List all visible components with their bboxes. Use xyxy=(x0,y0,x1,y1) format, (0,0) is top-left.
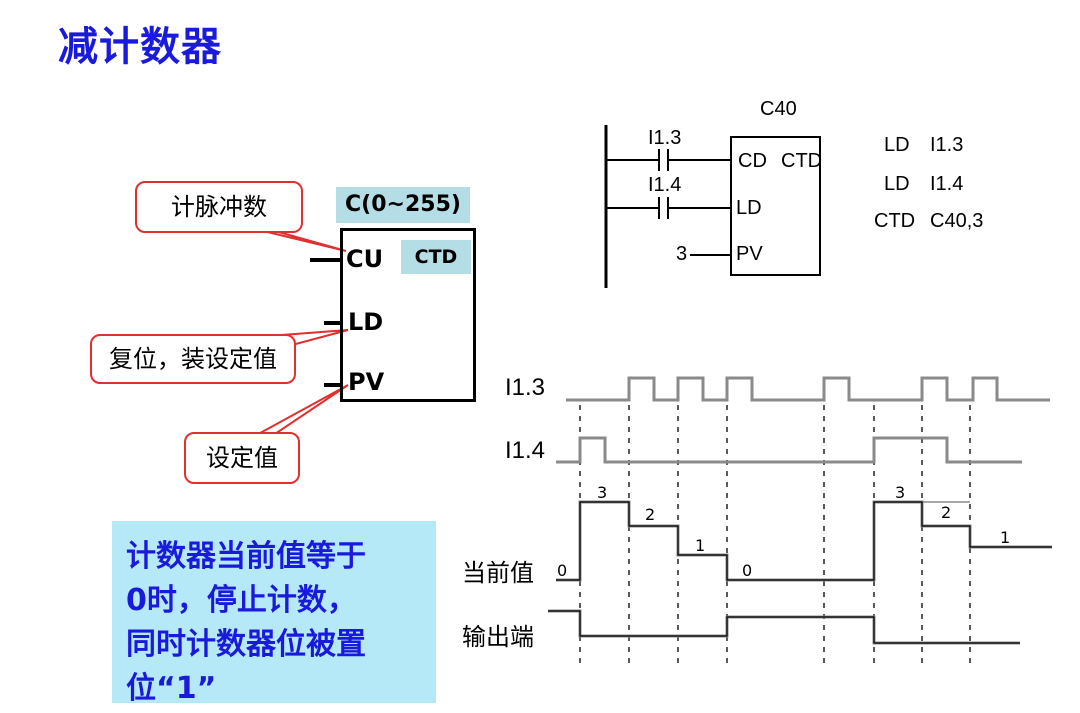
ladder-pin-pv: PV xyxy=(736,243,763,265)
current-value-label: 1 xyxy=(695,536,706,555)
timing-label-current: 当前值 xyxy=(462,559,534,587)
instr-arg-2: I1.4 xyxy=(930,173,964,195)
callout-preset: 设定值 xyxy=(184,432,300,484)
note-line: 计数器当前值等于 xyxy=(126,539,366,574)
instr-op-3: CTD xyxy=(874,210,916,232)
note-line: 同时计数器位被置 xyxy=(126,627,366,662)
instr-arg-3: C40,3 xyxy=(930,210,984,232)
callout-count-pulses: 计脉冲数 xyxy=(135,181,303,233)
current-value-label: 0 xyxy=(557,561,568,580)
current-value-label: 3 xyxy=(597,483,608,502)
timing-label-i13: I1.3 xyxy=(505,374,546,401)
ladder-pin-cd: CD xyxy=(738,150,767,172)
timing-label-output: 输出端 xyxy=(462,623,534,651)
pv-pin-line xyxy=(324,383,342,387)
pv-pin-label: PV xyxy=(348,368,385,396)
instr-op-2: LD xyxy=(884,173,910,195)
counter-range-label: C(0~255) xyxy=(336,187,470,223)
current-value-label: 2 xyxy=(645,505,656,524)
ladder-pin-type: CTD xyxy=(781,150,823,172)
current-value-label: 1 xyxy=(1000,528,1011,547)
ld-pin-line xyxy=(324,321,342,325)
ladder-pv-value: 3 xyxy=(676,243,688,265)
page-title: 减计数器 xyxy=(58,24,222,70)
current-value-label: 2 xyxy=(941,503,952,522)
current-value-label: 0 xyxy=(742,561,753,580)
note-box: 计数器当前值等于 0时，停止计数， 同时计数器位被置 位“1” xyxy=(112,521,436,706)
ld-pin-label: LD xyxy=(348,308,384,336)
ladder-counter-name: C40 xyxy=(760,98,797,120)
note-line: 0时，停止计数， xyxy=(126,583,357,618)
ladder-contact-2: I1.4 xyxy=(648,174,682,196)
ctd-type-label: CTD xyxy=(401,240,471,274)
current-value-label: 3 xyxy=(895,483,906,502)
ctd-block xyxy=(340,228,476,402)
ladder-contact-1: I1.3 xyxy=(648,127,682,149)
timing-label-i14: I1.4 xyxy=(505,437,546,464)
callout-reset-load: 复位，装设定值 xyxy=(90,334,296,384)
instr-arg-1: I1.3 xyxy=(930,134,964,156)
cu-pin-label: CU xyxy=(346,245,384,273)
ladder-pin-ld: LD xyxy=(736,197,762,219)
cu-pin-line xyxy=(310,258,342,262)
instr-op-1: LD xyxy=(884,134,910,156)
note-line: 位“1” xyxy=(126,671,217,706)
